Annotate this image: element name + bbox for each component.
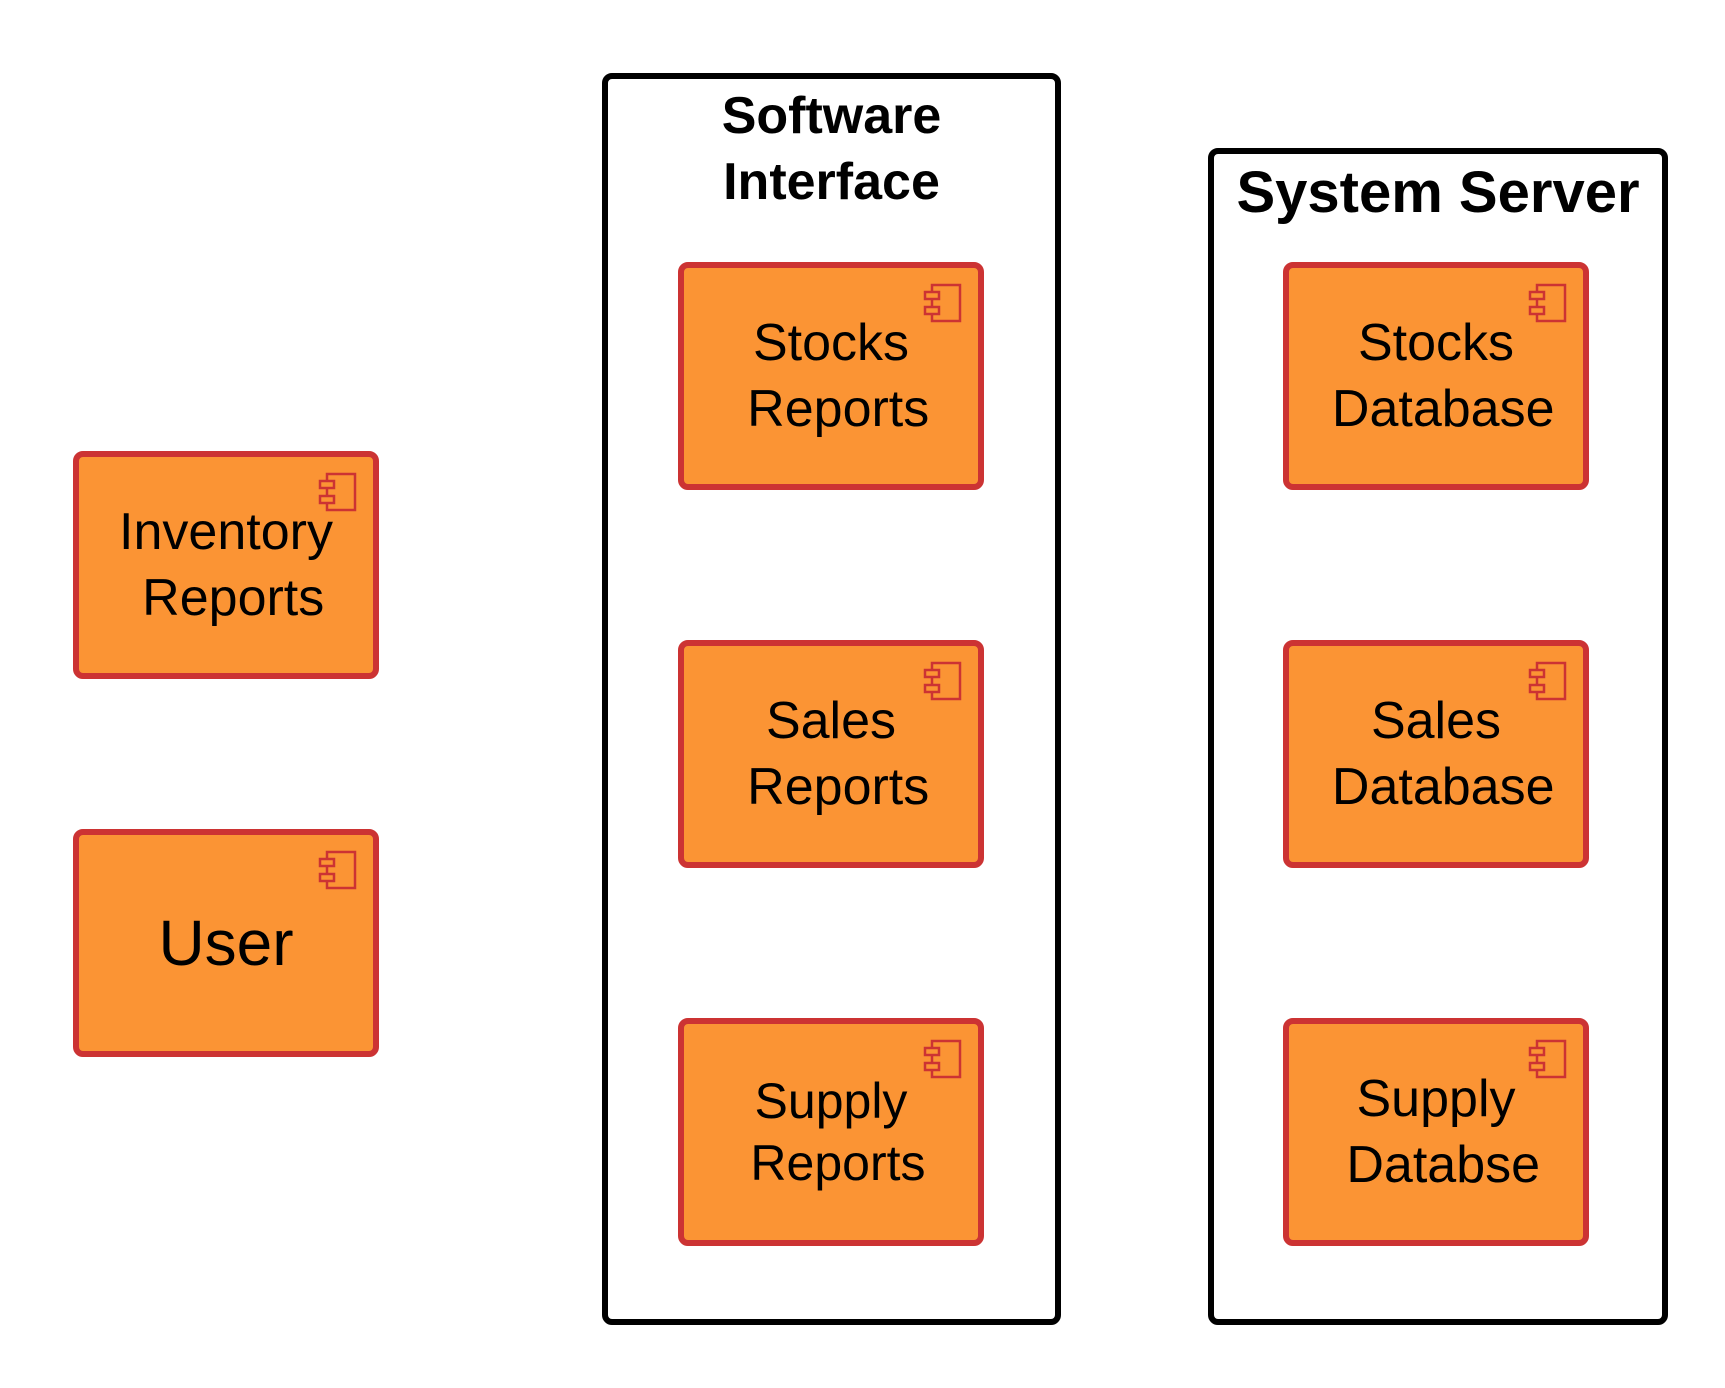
component-supply-reports[interactable]: Supply Reports <box>678 1018 984 1246</box>
container-title: Software Interface <box>721 87 942 211</box>
component-label: Supply Reports <box>750 1073 926 1191</box>
component-icon <box>1527 282 1569 324</box>
component-label: Stocks Reports <box>747 314 930 438</box>
component-inventory-reports[interactable]: Inventory Reports <box>73 451 379 679</box>
component-label: Sales Reports <box>747 692 930 816</box>
component-sales-reports[interactable]: Sales Reports <box>678 640 984 868</box>
component-supply-database[interactable]: Supply Databse <box>1283 1018 1589 1246</box>
component-icon <box>317 471 359 513</box>
component-icon <box>317 849 359 891</box>
component-label: User <box>158 907 294 979</box>
component-icon <box>922 1038 964 1080</box>
container-title: System Server <box>1236 160 1640 225</box>
component-icon <box>1527 660 1569 702</box>
component-label: Sales Database <box>1331 692 1555 816</box>
component-sales-database[interactable]: Sales Database <box>1283 640 1589 868</box>
component-label: Stocks Database <box>1331 314 1555 438</box>
component-label: Inventory Reports <box>119 503 333 627</box>
component-icon <box>1527 1038 1569 1080</box>
component-stocks-database[interactable]: Stocks Database <box>1283 262 1589 490</box>
component-label: Supply Databse <box>1346 1070 1541 1194</box>
component-icon <box>922 282 964 324</box>
component-icon <box>922 660 964 702</box>
component-stocks-reports[interactable]: Stocks Reports <box>678 262 984 490</box>
component-user[interactable]: User <box>73 829 379 1057</box>
